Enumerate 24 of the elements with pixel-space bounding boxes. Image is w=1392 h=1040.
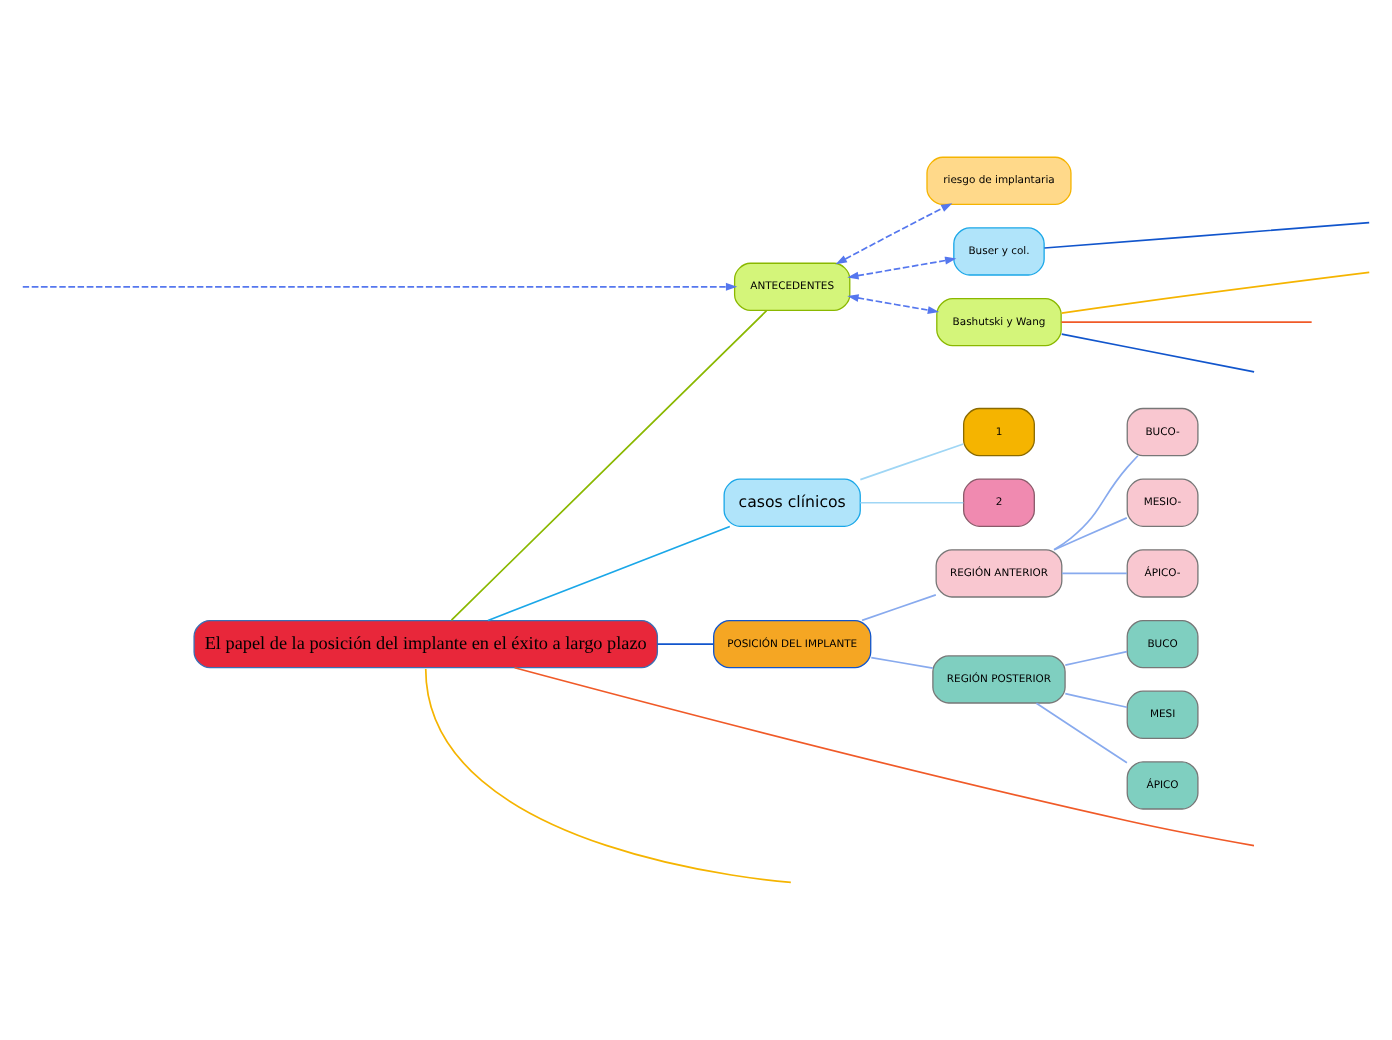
connector — [1064, 692, 1128, 709]
connector — [1061, 572, 1128, 575]
arrow — [835, 203, 953, 265]
connector — [513, 666, 1255, 847]
arrow — [21, 282, 738, 291]
node-box: El papel de la posición del implante en el éxito a largo plazo — [193, 619, 659, 669]
connector — [1053, 517, 1128, 551]
connector — [1060, 321, 1313, 323]
connector — [859, 443, 965, 481]
connector — [424, 668, 792, 884]
connector — [656, 643, 715, 645]
arrow — [847, 294, 940, 314]
connector — [1043, 221, 1371, 249]
arrow — [847, 256, 957, 280]
connector — [1064, 650, 1128, 666]
connector — [870, 656, 934, 670]
connector — [859, 501, 965, 504]
connector — [487, 525, 731, 622]
connector — [450, 309, 768, 621]
connector — [1060, 333, 1255, 373]
connector — [1053, 454, 1139, 551]
connector — [861, 594, 937, 622]
connector — [1060, 271, 1371, 314]
connector — [1035, 702, 1128, 764]
